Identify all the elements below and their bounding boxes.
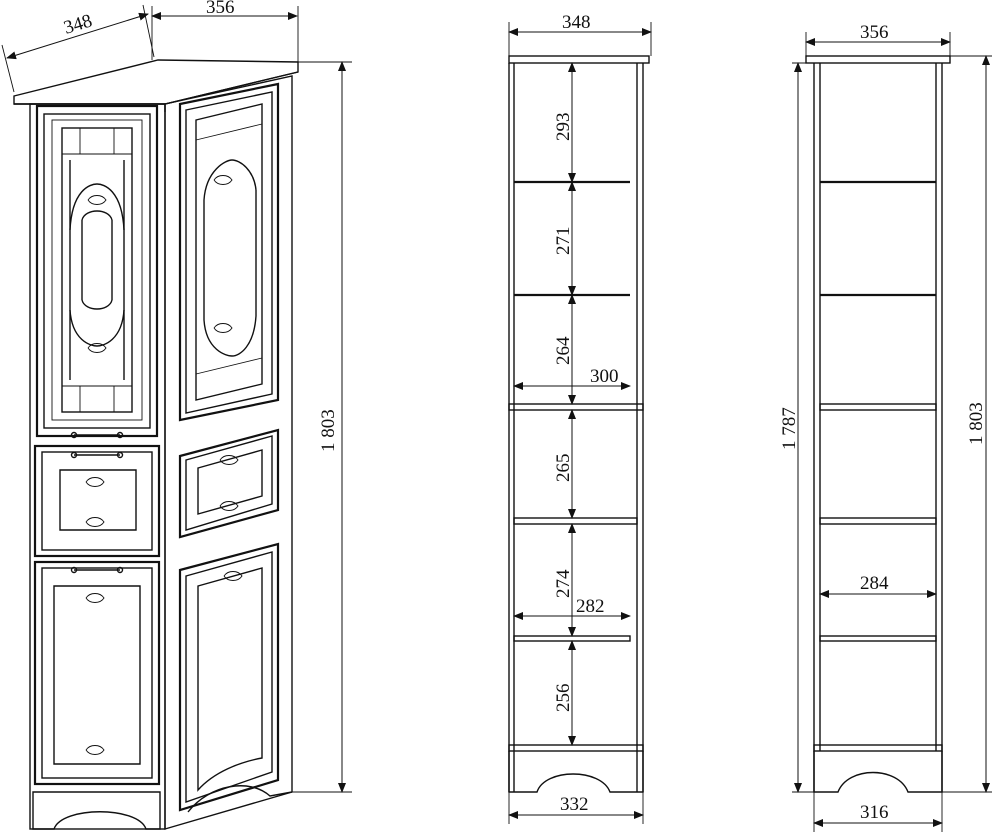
shelf-width-lower: 282 — [576, 596, 605, 617]
shelf-height-2: 271 — [553, 227, 574, 256]
iso-height-label: 1 803 — [318, 409, 339, 452]
side-bottom-width: 316 — [860, 802, 889, 823]
iso-depth-label: 348 — [61, 10, 94, 38]
shelf-height-5: 274 — [553, 569, 574, 598]
side-view: 284 356 316 1 787 1 803 — [779, 22, 992, 832]
side-top-width: 356 — [860, 22, 889, 43]
isometric-view: 348 356 1 803 — [1, 0, 352, 830]
shelf-height-6: 256 — [553, 684, 574, 713]
shelf-height-3: 264 — [553, 336, 574, 365]
side-shelf-width: 284 — [860, 573, 889, 594]
shelf-width-upper: 300 — [590, 366, 619, 387]
front-bottom-width: 332 — [560, 794, 589, 815]
front-top-width: 348 — [562, 12, 591, 33]
shelf-height-1: 293 — [553, 113, 574, 142]
side-inner-height: 1 787 — [779, 407, 800, 450]
shelf-height-4: 265 — [553, 454, 574, 483]
front-view: 293 271 264 265 274 256 300 282 348 332 — [508, 12, 652, 824]
iso-width-label: 356 — [206, 0, 235, 18]
side-outer-height: 1 803 — [966, 402, 987, 445]
